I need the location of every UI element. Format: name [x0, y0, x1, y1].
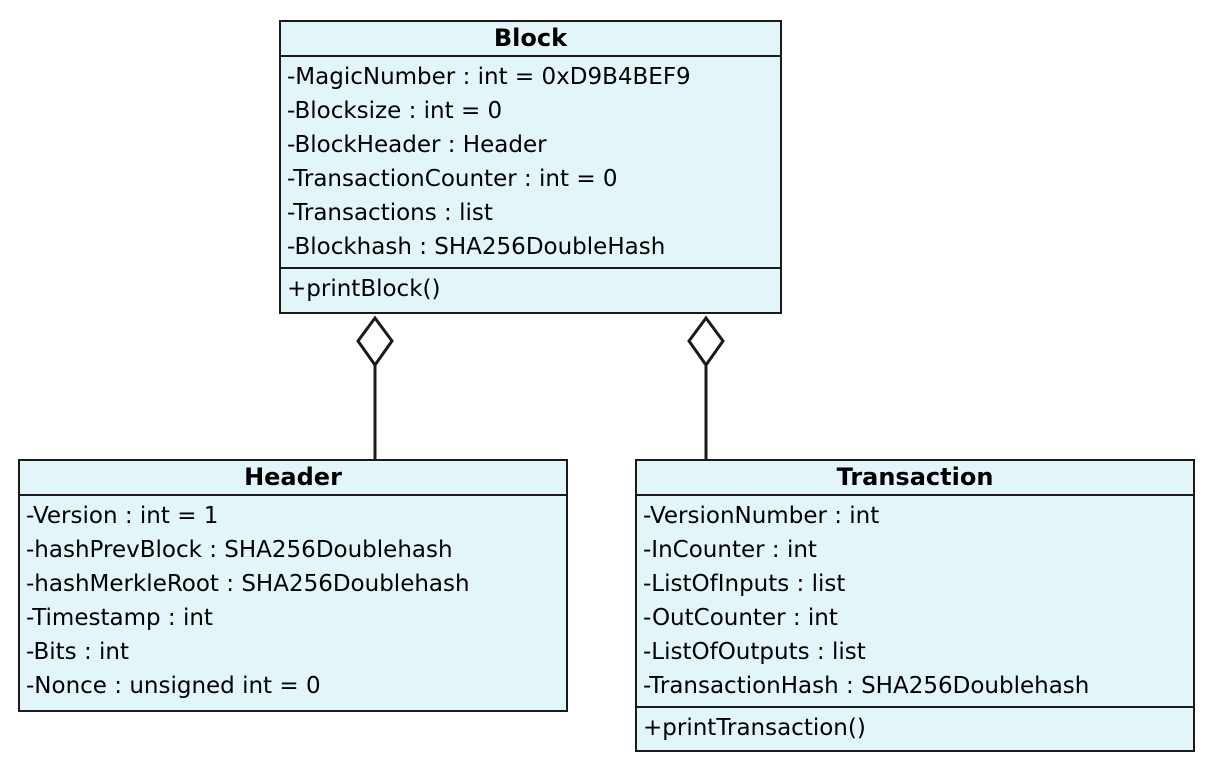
attribute-row: -Timestamp : int: [26, 605, 213, 631]
hollow-diamond-icon: [356, 315, 394, 368]
attribute-row: -OutCounter : int: [643, 605, 838, 631]
attribute-row: -BlockHeader : Header: [287, 132, 547, 158]
method-row: +printTransaction(): [643, 715, 866, 741]
attribute-row: -InCounter : int: [643, 537, 817, 563]
attribute-row: -Bits : int: [26, 639, 130, 665]
class-title-transaction: Transaction: [637, 461, 1193, 496]
methods-compartment-transaction: +printTransaction(): [637, 706, 1193, 750]
uml-class-block[interactable]: Block -MagicNumber : int = 0xD9B4BEF9 -B…: [279, 20, 782, 314]
attributes-compartment-header: -Version : int = 1 -hashPrevBlock : SHA2…: [20, 496, 566, 710]
attribute-row: -Blockhash : SHA256DoubleHash: [287, 234, 666, 260]
attribute-row: -TransactionCounter : int = 0: [287, 166, 618, 192]
attribute-row: -Version : int = 1: [26, 503, 219, 529]
method-row: +printBlock(): [287, 276, 441, 302]
hollow-diamond-icon: [687, 315, 725, 368]
uml-class-transaction[interactable]: Transaction -VersionNumber : int -InCoun…: [635, 459, 1195, 752]
attribute-row: -VersionNumber : int: [643, 503, 880, 529]
uml-class-header[interactable]: Header -Version : int = 1 -hashPrevBlock…: [18, 459, 568, 712]
aggregation-block-transaction: [687, 315, 725, 460]
attribute-row: -ListOfOutputs : list: [643, 639, 866, 665]
aggregation-block-header: [356, 315, 394, 460]
attribute-row: -hashPrevBlock : SHA256Doublehash: [26, 537, 453, 563]
attribute-row: -hashMerkleRoot : SHA256Doublehash: [26, 571, 470, 597]
class-title-block: Block: [281, 22, 780, 57]
attributes-compartment-transaction: -VersionNumber : int -InCounter : int -L…: [637, 496, 1193, 706]
attributes-compartment-block: -MagicNumber : int = 0xD9B4BEF9 -Blocksi…: [281, 57, 780, 267]
methods-compartment-block: +printBlock(): [281, 267, 780, 312]
attribute-row: -Transactions : list: [287, 200, 493, 226]
attribute-row: -Blocksize : int = 0: [287, 98, 503, 124]
class-title-header: Header: [20, 461, 566, 496]
attribute-row: -ListOfInputs : list: [643, 571, 846, 597]
attribute-row: -Nonce : unsigned int = 0: [26, 673, 321, 699]
attribute-row: -MagicNumber : int = 0xD9B4BEF9: [287, 64, 691, 90]
attribute-row: -TransactionHash : SHA256Doublehash: [643, 673, 1090, 699]
